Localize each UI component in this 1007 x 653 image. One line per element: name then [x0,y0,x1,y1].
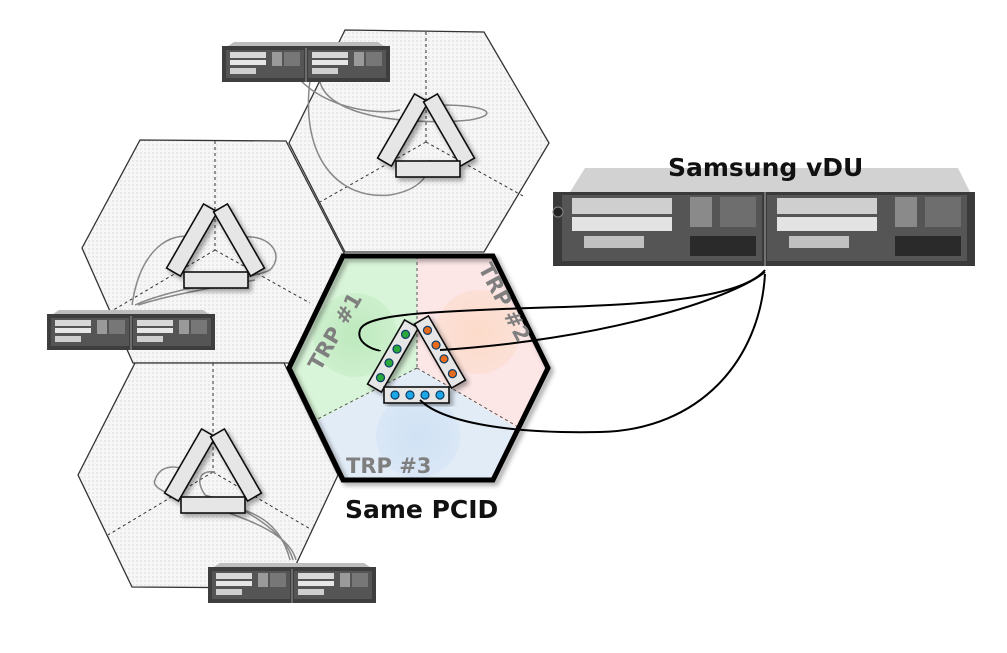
antenna-panel-trp3 [383,386,450,404]
antenna-element-icon [405,390,415,400]
cable-bundle-top [299,79,488,197]
antenna-element-icon [375,373,386,383]
antenna-element-icon [431,340,441,350]
vdu-label: Samsung vDU [668,153,863,182]
antenna-element-icon [439,354,449,364]
antenna-element-icon [435,390,445,400]
antenna-panel-group-bottom-left [163,427,263,514]
trp3-label: TRP #3 [346,454,431,478]
neighbor-cell-top [288,29,550,253]
antenna-element-icon [422,325,433,335]
neighbor-cell-bottom-left [77,362,339,589]
server-left [46,309,216,351]
same-pcid-label: Same PCID [345,495,498,524]
cable-to-trp2 [439,271,766,351]
cable-to-trp3 [419,273,766,434]
antenna-element-icon [447,369,458,379]
antenna-element-icon [400,329,411,339]
neighbor-cell-left [81,139,345,364]
antenna-panel-group-left [165,202,266,289]
antenna-panel-group-top [376,92,476,178]
samsung-vdu-server [552,168,975,266]
antenna-element-icon [420,390,430,400]
center-hex-border [286,253,551,483]
trp3-coverage [376,394,460,478]
antenna-panel-trp1 [366,318,420,394]
antenna-element-icon [392,344,402,354]
server-top [221,41,391,83]
cable-to-trp1 [358,269,766,352]
trp1-coverage [313,293,397,377]
fronthaul-cables [358,269,766,434]
center-cell-multi-trp: TRP #1 TRP #2 TRP #3 [286,253,551,483]
antenna-panel-trp2 [413,314,467,390]
antenna-element-icon [390,390,400,400]
server-bottom [207,562,377,604]
antenna-element-icon [384,358,394,368]
